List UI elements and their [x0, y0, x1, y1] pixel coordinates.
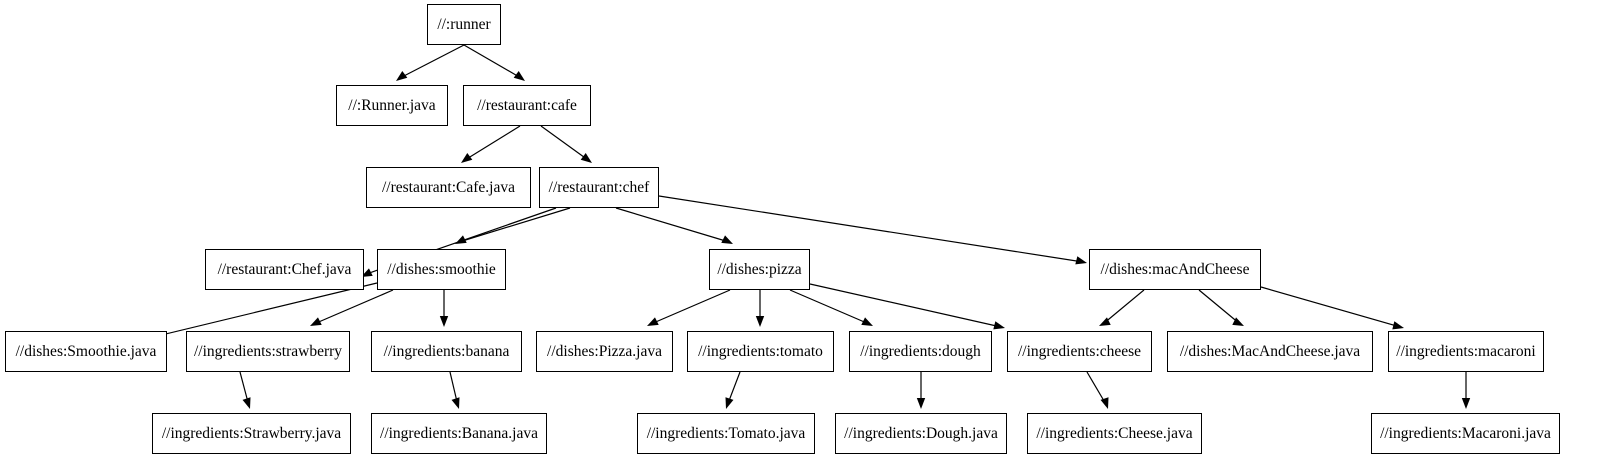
graph-node-restaurant_cafe[interactable]: //restaurant:cafe — [463, 85, 591, 126]
graph-edge-runner-to-runner_java — [399, 44, 465, 79]
graph-edge-dishes_macandcheese-to-ing_cheese — [1102, 289, 1145, 325]
graph-arrowhead-restaurant_cafe-to-restaurant_chef — [580, 153, 592, 163]
graph-node-dishes_macandcheese[interactable]: //dishes:macAndCheese — [1089, 249, 1261, 290]
graph-node-ing_banana[interactable]: //ingredients:banana — [371, 331, 522, 372]
graph-edge-dishes_pizza-to-ing_dough — [789, 289, 870, 325]
graph-node-restaurant_chef_java[interactable]: //restaurant:Chef.java — [205, 249, 364, 290]
graph-arrowhead-restaurant_cafe-to-restaurant_cafe_java — [461, 153, 473, 163]
graph-edge-ing_banana-to-ing_banana_java — [449, 371, 459, 407]
graph-arrowhead-dishes_macandcheese-to-ing_macaroni — [1392, 321, 1404, 330]
graph-edge-runner-to-restaurant_cafe — [463, 44, 522, 79]
graph-arrowhead-ing_dough-to-ing_dough_java — [916, 398, 926, 409]
graph-arrowhead-dishes_macandcheese-to-dishes_mac_java — [1232, 317, 1244, 326]
graph-arrowhead-dishes_pizza-to-ing_dough — [861, 317, 873, 326]
graph-edge-dishes_macandcheese-to-dishes_mac_java — [1198, 289, 1241, 325]
graph-node-dishes_smoothie_java[interactable]: //dishes:Smoothie.java — [5, 331, 167, 372]
graph-edge-ing_tomato-to-ing_tomato_java — [726, 371, 741, 407]
graph-arrowhead-ing_strawberry-to-ing_strawberry_java — [242, 397, 251, 409]
graph-edge-dishes_pizza-to-dishes_pizza_java — [650, 289, 731, 325]
graph-node-ing_dough[interactable]: //ingredients:dough — [849, 331, 992, 372]
graph-arrowhead-dishes_smoothie-to-ing_strawberry — [310, 317, 322, 326]
graph-node-runner[interactable]: //:runner — [427, 4, 501, 45]
graph-arrowhead-dishes_pizza-to-dishes_pizza_java — [647, 317, 659, 326]
graph-edge-restaurant_cafe-to-restaurant_cafe_java — [464, 125, 521, 161]
graph-edge-dishes_smoothie-to-ing_strawberry — [313, 289, 394, 325]
graph-arrowhead-ing_cheese-to-ing_cheese_java — [1100, 397, 1109, 409]
graph-node-dishes_smoothie[interactable]: //dishes:smoothie — [377, 249, 506, 290]
graph-arrowhead-restaurant_chef-to-dishes_pizza — [721, 235, 733, 244]
graph-arrowhead-ing_banana-to-ing_banana_java — [451, 397, 460, 409]
graph-node-ing_cheese[interactable]: //ingredients:cheese — [1007, 331, 1152, 372]
graph-node-ing_macaroni_java[interactable]: //ingredients:Macaroni.java — [1371, 413, 1560, 454]
graph-node-ing_banana_java[interactable]: //ingredients:Banana.java — [371, 413, 547, 454]
graph-node-restaurant_chef[interactable]: //restaurant:chef — [539, 167, 659, 208]
graph-edge-restaurant_chef-to-dishes_pizza — [615, 207, 730, 243]
graph-node-ing_tomato[interactable]: //ingredients:tomato — [687, 331, 834, 372]
graph-arrowhead-dishes_pizza-to-ing_tomato — [755, 316, 765, 327]
graph-node-dishes_pizza_java[interactable]: //dishes:Pizza.java — [536, 331, 673, 372]
graph-edge-restaurant_cafe-to-restaurant_chef — [540, 125, 589, 161]
graph-arrowhead-dishes_macandcheese-to-ing_cheese — [1099, 317, 1111, 326]
graph-edge-restaurant_chef-to-dishes_smoothie — [458, 207, 571, 243]
graph-node-ing_strawberry_java[interactable]: //ingredients:Strawberry.java — [152, 413, 351, 454]
graph-node-ing_macaroni[interactable]: //ingredients:macaroni — [1388, 331, 1544, 372]
graph-node-ing_strawberry[interactable]: //ingredients:strawberry — [186, 331, 350, 372]
graph-arrowhead-restaurant_chef-to-dishes_smoothie — [455, 235, 467, 244]
graph-edge-ing_strawberry-to-ing_strawberry_java — [239, 371, 250, 407]
graph-edge-ing_cheese-to-ing_cheese_java — [1086, 371, 1108, 407]
graph-arrowhead-runner-to-runner_java — [396, 71, 408, 81]
graph-node-dishes_pizza[interactable]: //dishes:pizza — [709, 249, 810, 290]
graph-node-restaurant_cafe_java[interactable]: //restaurant:Cafe.java — [366, 167, 531, 208]
graph-arrowhead-dishes_smoothie-to-ing_banana — [439, 316, 449, 327]
graph-arrowhead-restaurant_chef-to-dishes_macandcheese — [1075, 256, 1087, 265]
graph-node-ing_cheese_java[interactable]: //ingredients:Cheese.java — [1027, 413, 1202, 454]
graph-edge-dishes_macandcheese-to-ing_macaroni — [1260, 286, 1401, 328]
graph-node-dishes_mac_java[interactable]: //dishes:MacAndCheese.java — [1167, 331, 1373, 372]
graph-node-ing_dough_java[interactable]: //ingredients:Dough.java — [835, 413, 1007, 454]
graph-arrowhead-ing_tomato-to-ing_tomato_java — [725, 397, 734, 409]
graph-node-ing_tomato_java[interactable]: //ingredients:Tomato.java — [637, 413, 815, 454]
graph-edge-dishes_pizza-to-ing_cheese — [809, 283, 1002, 328]
graph-arrowhead-dishes_pizza-to-ing_cheese — [993, 321, 1005, 330]
graph-arrowhead-runner-to-restaurant_cafe — [513, 71, 525, 81]
graph-node-runner_java[interactable]: //:Runner.java — [336, 85, 448, 126]
graph-arrowhead-ing_macaroni-to-ing_macaroni_java — [1461, 398, 1471, 409]
